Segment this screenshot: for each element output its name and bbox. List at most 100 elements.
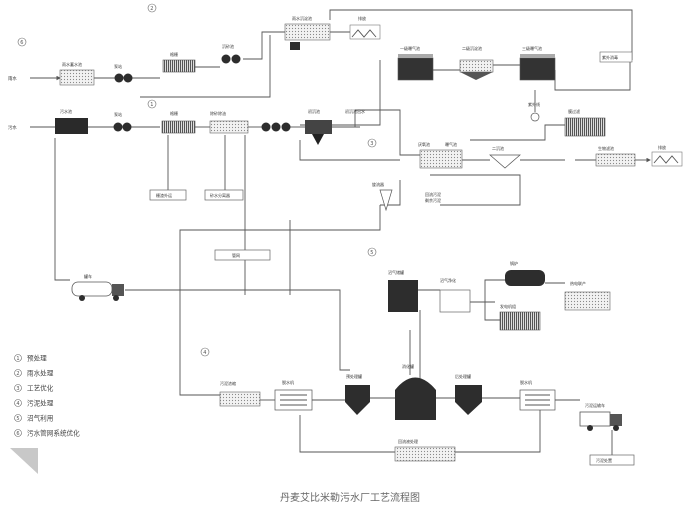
rain-pump-2 (123, 73, 133, 83)
legend-num-1: 1 (16, 356, 19, 362)
final-settle-tank (489, 154, 521, 169)
disinfect-box (599, 51, 633, 63)
dewater-2-label: 脱水机 (520, 379, 532, 385)
primary-settle-label: 初沉池 (308, 108, 320, 114)
sewage-tank-label: 污水池 (60, 108, 72, 114)
primary-settle-tank (305, 120, 332, 134)
primary-settle-hopper (312, 134, 324, 145)
sewage-pump-label: 泵站 (114, 111, 122, 117)
secondary-settle-tank (459, 59, 494, 73)
rain-input-label: 雨水 (8, 75, 17, 82)
marker-2-text: 2 (150, 6, 153, 12)
grit-out-label: 砂水分离器 (210, 192, 230, 198)
biofilter-tank (595, 153, 636, 167)
gas-treat-label: 沼气净化 (440, 277, 456, 283)
sewage-line: 污水 污水池 泵站 格栅 除砂除油 初沉池 初沉池出水 厌氧池 曝气池 二沉池 … (8, 101, 683, 261)
legend-num-6: 6 (16, 431, 19, 437)
secondary-settle-hopper (460, 72, 493, 80)
sewage-pump-2 (122, 122, 132, 132)
cyclone-label: 旋流器 (372, 181, 384, 187)
sludge-thicken-tank (219, 391, 261, 407)
grit-grease-label: 除砂除油 (210, 110, 226, 116)
rain-settling-tank (284, 23, 331, 41)
biogas-section: 沼气储罐 沼气净化 锅炉 发电机组 热电联产 (388, 260, 611, 331)
post-tank (455, 385, 482, 415)
legend-num-2: 2 (16, 371, 19, 377)
dewater-1-belts (280, 394, 307, 406)
sewage-pump-1 (113, 122, 123, 132)
truck-wheel-2 (613, 425, 619, 431)
pre-tank-label: 预处理罐 (346, 373, 362, 379)
excess-sludge-label: 剩余污泥 (425, 197, 441, 203)
network-label: 管网 (232, 252, 240, 258)
rain-settling-hopper (290, 42, 300, 50)
figure-caption: 丹麦艾比米勒污水厂工艺流程图 (280, 493, 420, 504)
legend-dot-1 (14, 354, 22, 362)
truck-label: 污泥运输车 (585, 402, 605, 408)
marker-5-text: 5 (370, 250, 373, 256)
truck-wheel-1 (587, 425, 593, 431)
biofilter-label: 生物滤池 (598, 145, 614, 151)
legend-num-4: 4 (16, 401, 19, 407)
membrane-unit (564, 117, 606, 137)
legend-text-1: 预处理 (27, 354, 47, 363)
aeration-tanks: 一级曝气池 二级沉淀池 三级曝气池 紫外消毒 (397, 45, 633, 81)
aeration-label: 曝气池 (445, 141, 457, 147)
tanker-label: 罐车 (84, 273, 92, 279)
rain-grit-pump-1 (221, 54, 231, 64)
reject-water-label: 回流液处理 (398, 438, 418, 444)
secondary-settle-label: 二级沉淀池 (462, 45, 482, 51)
legend-text-4: 污泥处理 (27, 399, 54, 408)
legend-num-3: 3 (16, 386, 19, 392)
dewater-2-belts (525, 394, 550, 406)
discharge-label: 排放 (658, 144, 666, 150)
gas-treat-box (439, 289, 471, 313)
screenings-box (149, 189, 187, 201)
uv-lamp (530, 112, 540, 122)
membrane-label: 膜过滤 (568, 108, 580, 114)
corner-fold-mark (10, 448, 38, 474)
biogas-holder (388, 280, 418, 312)
legend: 1 预处理 2 雨水处理 3 工艺优化 4 污泥处理 5 沼气利用 6 污水管网… (14, 354, 80, 438)
boiler (505, 270, 545, 286)
dewater-1-label: 脱水机 (282, 379, 294, 385)
legend-text-5: 沼气利用 (27, 414, 53, 423)
tertiary-aeration-label: 三级曝气池 (522, 45, 542, 51)
primary-aeration-tank (397, 57, 434, 81)
reject-water-tank (394, 446, 456, 462)
flow-lines (30, 9, 651, 455)
rain-pump-label: 泵站 (114, 63, 122, 69)
biogas-holder-label: 沼气储罐 (388, 269, 404, 275)
top-outfall-wave (351, 29, 377, 38)
sewage-screen-label: 格栅 (170, 110, 178, 116)
top-outfall-label: 排放 (358, 15, 366, 21)
top-outfall (349, 24, 381, 40)
boiler-label: 锅炉 (510, 260, 518, 266)
anaerobic-label: 厌氧池 (418, 141, 430, 147)
marker-6-text: 6 (20, 40, 23, 46)
rain-line: 雨水 雨水蓄水池 泵站 格栅 沉砂池 雨水沉淀池 排放 (8, 15, 381, 86)
section-markers: 6 2 1 3 5 4 (17, 3, 377, 357)
rain-grit-label: 沉砂池 (222, 43, 234, 49)
primary-aeration-roof (398, 54, 433, 58)
tertiary-aeration-roof (520, 54, 555, 58)
rain-pump-1 (114, 73, 124, 83)
rain-screen-label: 格栅 (170, 51, 178, 57)
digester-label: 消化罐 (402, 363, 414, 369)
uv-label: 紫外线 (528, 101, 540, 107)
truck-body (579, 411, 611, 427)
tanker-truck: 罐车 (71, 273, 124, 301)
sewage-screen (161, 120, 196, 134)
grit-grease-tank (209, 120, 249, 134)
discharge-outfall (651, 151, 683, 167)
cyclone (379, 189, 393, 212)
rain-storage-tank (59, 69, 95, 86)
disposal-label: 污泥处置 (596, 457, 612, 463)
marker-3-text: 3 (370, 141, 373, 147)
tanker-wheel-1 (79, 295, 85, 301)
tanker-body (71, 281, 113, 297)
grit-out-box (204, 189, 244, 201)
final-settle-label: 二沉池 (492, 145, 504, 151)
marker-6 (17, 37, 27, 47)
